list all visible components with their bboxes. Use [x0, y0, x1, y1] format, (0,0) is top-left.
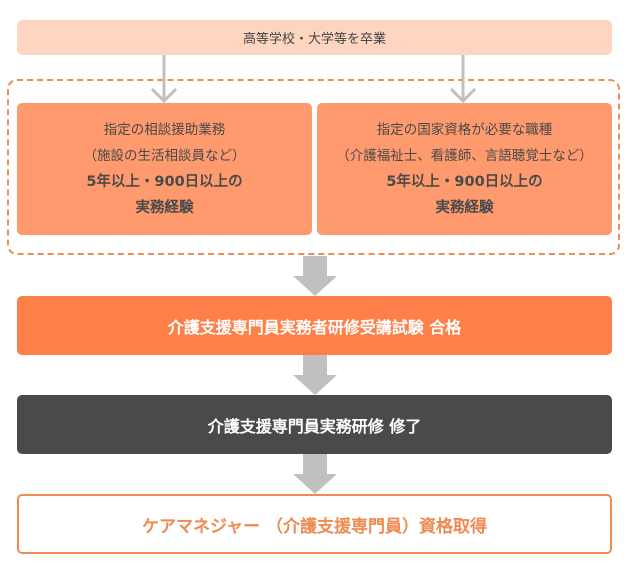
result-label: ケアマネジャー （介護支援専門員）資格取得 — [141, 516, 488, 537]
path-requirement: 5年以上・900日以上の — [386, 174, 543, 190]
exam-label: 介護支援専門員実務者研修受講試験 合格 — [167, 317, 462, 337]
path-title: 指定の相談援助業務 — [103, 122, 226, 138]
path-requirement-suffix: 実務経験 — [135, 200, 194, 216]
path-box-counseling: 指定の相談援助業務 （施設の生活相談員など） 5年以上・900日以上の 実務経験 — [17, 103, 312, 235]
block-arrow-1-icon — [293, 256, 337, 296]
start-box: 高等学校・大学等を卒業 — [17, 20, 612, 55]
path-requirement-suffix: 実務経験 — [435, 200, 494, 216]
training-label: 介護支援専門員実務研修 修了 — [207, 416, 422, 436]
path-title: 指定の国家資格が必要な職種 — [376, 122, 553, 138]
path-box-national-license: 指定の国家資格が必要な職種 （介護福祉士、看護師、言語聴覚士など） 5年以上・9… — [317, 103, 612, 235]
result-step: ケアマネジャー （介護支援専門員）資格取得 — [17, 494, 612, 554]
thin-arrow-left-icon — [150, 55, 178, 104]
start-label: 高等学校・大学等を卒業 — [242, 32, 386, 47]
exam-step: 介護支援専門員実務者研修受講試験 合格 — [17, 296, 612, 355]
block-arrow-3-icon — [293, 454, 337, 494]
block-arrow-2-icon — [293, 355, 337, 395]
training-step: 介護支援専門員実務研修 修了 — [17, 395, 612, 454]
path-requirement: 5年以上・900日以上の — [86, 174, 243, 190]
path-example: （施設の生活相談員など） — [83, 148, 246, 164]
path-example: （介護福祉士、看護師、言語聴覚士など） — [336, 148, 593, 164]
thin-arrow-right-icon — [449, 55, 477, 104]
experience-group — [7, 79, 620, 255]
